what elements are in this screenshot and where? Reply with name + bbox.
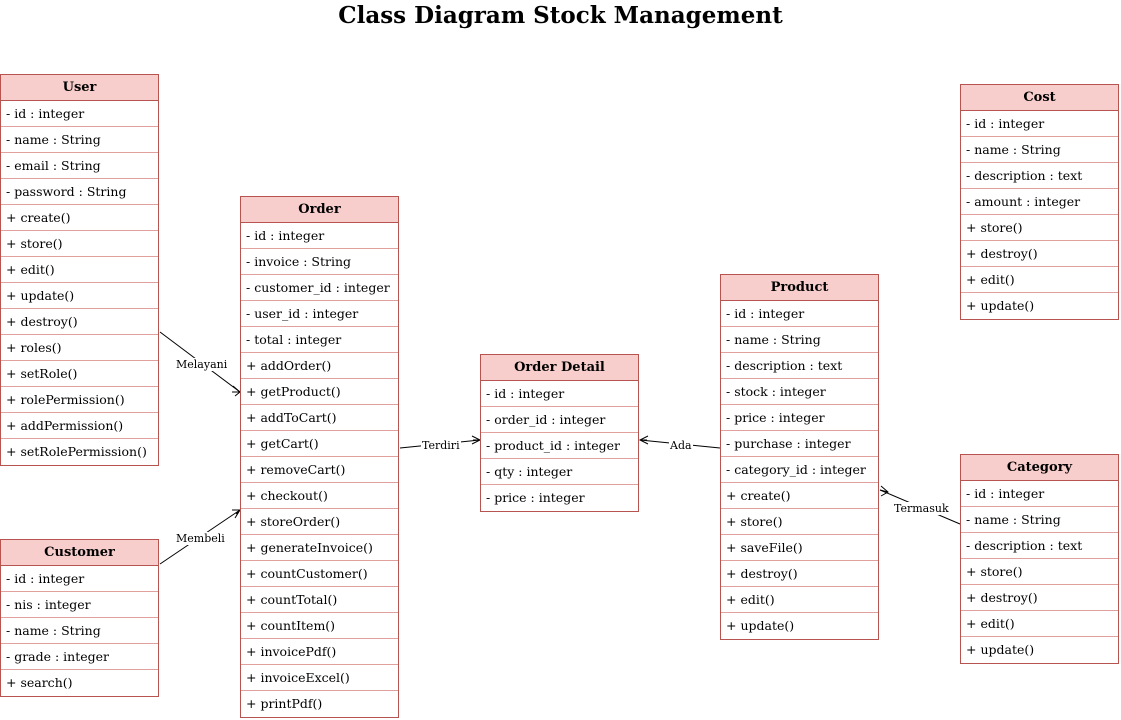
class-attribute: - price : integer xyxy=(486,490,585,505)
label-termasuk: Termasuk xyxy=(893,502,950,515)
label-membeli: Membeli xyxy=(175,532,226,545)
class-attribute: - invoice : String xyxy=(241,249,398,275)
class-attribute: - grade : integer xyxy=(1,644,158,670)
class-method: + invoicePdf() xyxy=(241,639,398,665)
class-attribute: - id : integer xyxy=(481,381,638,407)
label-ada: Ada xyxy=(669,439,693,452)
class-method: + update() xyxy=(726,618,795,633)
class-attribute: - name : String xyxy=(721,327,878,353)
class-attribute: - order_id : integer xyxy=(481,407,638,433)
class-method: + edit() xyxy=(721,587,878,613)
class-attribute: - qty : integer xyxy=(481,459,638,485)
class-product[interactable]: Product- id : integer- name : String- de… xyxy=(720,274,879,640)
class-method: + create() xyxy=(721,483,878,509)
class-method: + destroy() xyxy=(721,561,878,587)
class-method: + search() xyxy=(6,675,73,690)
class-name: Product xyxy=(721,275,878,301)
class-method: + create() xyxy=(1,205,158,231)
class-method: + store() xyxy=(1,231,158,257)
class-method: + store() xyxy=(961,559,1118,585)
class-method: + addOrder() xyxy=(241,353,398,379)
class-name: Cost xyxy=(961,85,1118,111)
class-method: + getProduct() xyxy=(241,379,398,405)
class-attribute: - email : String xyxy=(1,153,158,179)
class-method: + destroy() xyxy=(961,585,1118,611)
class-method: + edit() xyxy=(1,257,158,283)
class-method: + update() xyxy=(966,642,1035,657)
class-attribute: - name : String xyxy=(961,507,1118,533)
class-attribute: - nis : integer xyxy=(1,592,158,618)
class-user[interactable]: User- id : integer- name : String- email… xyxy=(0,74,159,466)
label-terdiri: Terdiri xyxy=(421,439,461,452)
class-method: + setRole() xyxy=(1,361,158,387)
class-attribute: - stock : integer xyxy=(721,379,878,405)
class-method: + removeCart() xyxy=(241,457,398,483)
class-attribute: - id : integer xyxy=(1,101,158,127)
class-category[interactable]: Category- id : integer- name : String- d… xyxy=(960,454,1119,664)
class-attribute: - total : integer xyxy=(241,327,398,353)
class-method: + rolePermission() xyxy=(1,387,158,413)
class-method: + update() xyxy=(966,298,1035,313)
class-method: + countCustomer() xyxy=(241,561,398,587)
class-attribute: - name : String xyxy=(1,618,158,644)
class-attribute: - category_id : integer xyxy=(721,457,878,483)
class-method: + edit() xyxy=(961,611,1118,637)
class-attribute: - id : integer xyxy=(1,566,158,592)
class-attribute: - amount : integer xyxy=(961,189,1118,215)
class-attribute: - id : integer xyxy=(721,301,878,327)
class-method: + getCart() xyxy=(241,431,398,457)
class-attribute: - description : text xyxy=(961,533,1118,559)
class-method: + edit() xyxy=(961,267,1118,293)
class-cost[interactable]: Cost- id : integer- name : String- descr… xyxy=(960,84,1119,320)
class-method: + destroy() xyxy=(961,241,1118,267)
class-attribute: - price : integer xyxy=(721,405,878,431)
class-attribute: - password : String xyxy=(1,179,158,205)
class-name: User xyxy=(1,75,158,101)
class-attribute: - name : String xyxy=(961,137,1118,163)
class-method: + countItem() xyxy=(241,613,398,639)
class-name: Order xyxy=(241,197,398,223)
class-method: + addToCart() xyxy=(241,405,398,431)
class-method: + destroy() xyxy=(1,309,158,335)
crowsfoot-ada xyxy=(638,435,649,445)
diagram-title: Class Diagram Stock Management xyxy=(338,2,783,29)
class-attribute: - user_id : integer xyxy=(241,301,398,327)
class-attribute: - id : integer xyxy=(961,481,1118,507)
class-method: + update() xyxy=(1,283,158,309)
class-attribute: - name : String xyxy=(1,127,158,153)
class-attribute: - customer_id : integer xyxy=(241,275,398,301)
class-method: + roles() xyxy=(1,335,158,361)
class-method: + store() xyxy=(961,215,1118,241)
class-method: + saveFile() xyxy=(721,535,878,561)
class-method: + countTotal() xyxy=(241,587,398,613)
class-name: Customer xyxy=(1,540,158,566)
class-method: + invoiceExcel() xyxy=(241,665,398,691)
class-attribute: - purchase : integer xyxy=(721,431,878,457)
class-method: + storeOrder() xyxy=(241,509,398,535)
class-attribute: - id : integer xyxy=(241,223,398,249)
class-attribute: - product_id : integer xyxy=(481,433,638,459)
class-attribute: - id : integer xyxy=(961,111,1118,137)
class-name: Order Detail xyxy=(481,355,638,381)
class-customer[interactable]: Customer- id : integer- nis : integer- n… xyxy=(0,539,159,697)
class-attribute: - description : text xyxy=(721,353,878,379)
class-method: + checkout() xyxy=(241,483,398,509)
crowsfoot-termasuk xyxy=(879,485,889,497)
class-order-detail[interactable]: Order Detail- id : integer- order_id : i… xyxy=(480,354,639,512)
class-method: + addPermission() xyxy=(1,413,158,439)
class-method: + printPdf() xyxy=(246,696,323,711)
class-method: + generateInvoice() xyxy=(241,535,398,561)
class-method: + store() xyxy=(721,509,878,535)
class-order[interactable]: Order- id : integer- invoice : String- c… xyxy=(240,196,399,718)
class-method: + setRolePermission() xyxy=(6,444,147,459)
class-attribute: - description : text xyxy=(961,163,1118,189)
label-melayani: Melayani xyxy=(175,358,229,371)
class-name: Category xyxy=(961,455,1118,481)
crowsfoot-terdiri xyxy=(471,435,482,445)
